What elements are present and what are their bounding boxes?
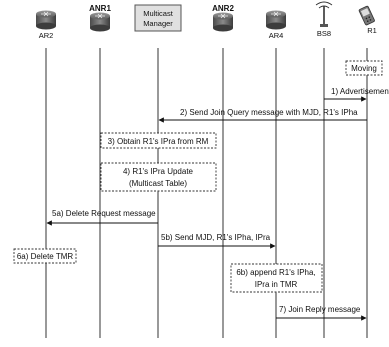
message-1-label: 1) Advertisement [331,87,389,96]
step-6a-label: 6a) Delete TMR [17,252,74,261]
step-4-label-line2: (Multicast Table) [129,179,187,188]
node-label-anr2: ANR2 [212,4,234,13]
moving-label: Moving [351,64,377,73]
node-label-ar4: AR4 [269,31,284,40]
step-6b-label-line1: 6b) append R1's IPha, [236,268,315,277]
lifelines [45,48,368,338]
node-label-ar2: AR2 [39,31,54,40]
manager-label-line1: Multicast [143,9,174,18]
node-label-anr1: ANR1 [89,4,111,13]
step-6a-box [13,248,77,264]
step-4-label-line1: 4) R1's IPra Update [123,167,194,176]
step-3-box [100,132,217,149]
manager-label-line2: Manager [143,19,173,28]
manager-box [134,4,182,32]
step-6b-label-line2: IPra in TMR [255,280,298,289]
message-2-label: 2) Send Join Query message with MJD, R1'… [180,108,358,117]
router-anr1-icon [90,12,110,32]
step-3-label: 3) Obtain R1's IPra from RM [108,137,209,146]
message-7-label: 7) Join Reply message [279,305,361,314]
mobile-device-r1-icon [358,5,375,26]
message-5b-label: 5b) Send MJD, R1's IPha, IPra [161,233,271,242]
moving-box [345,60,383,76]
router-ar2-icon [36,10,56,30]
node-label-bs8: BS8 [317,29,331,38]
step-6b-box [230,263,323,293]
message-5a-label: 5a) Delete Request message [52,209,156,218]
node-label-r1: R1 [367,26,377,35]
router-ar4-icon [266,10,286,30]
antenna-bs8-icon [315,1,333,27]
step-4-box [100,162,217,192]
router-anr2-icon [213,12,233,32]
